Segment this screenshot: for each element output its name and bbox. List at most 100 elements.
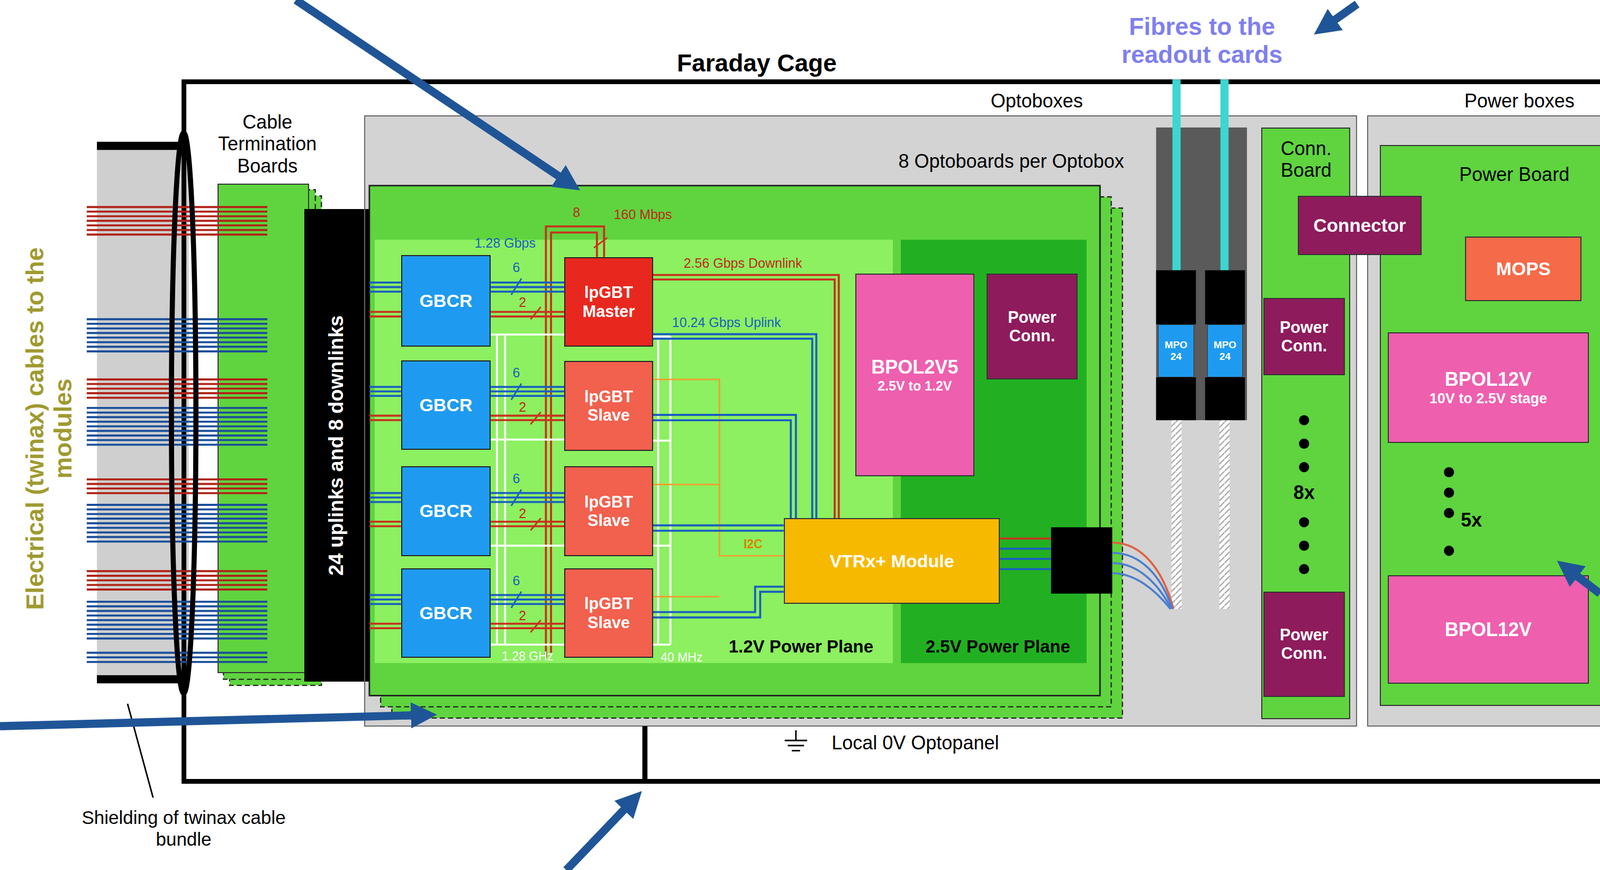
- chip-box: MOPS: [1465, 236, 1582, 301]
- box-label: BPOL12V: [1444, 618, 1532, 641]
- connector-box: Power Conn.: [1263, 591, 1345, 698]
- signal-connector: [653, 586, 784, 618]
- bus-width: 6: [512, 364, 521, 381]
- fibre-plug: [1205, 377, 1245, 421]
- signal-connector: [653, 525, 784, 531]
- fibre-plug: [1155, 270, 1196, 325]
- bus-width: 2: [518, 294, 527, 310]
- signal-label: 160 Mbps: [613, 206, 673, 222]
- heading: 1.2V Power Plane: [728, 636, 874, 657]
- signal-connector: [369, 594, 402, 629]
- box-label: 2.5V to 1.2V: [877, 378, 952, 394]
- signal-connector: [644, 726, 646, 784]
- fibre-plug: [1205, 270, 1245, 325]
- chip-box: GBCR: [401, 255, 492, 348]
- connector-box: Connector: [1297, 195, 1422, 256]
- box-label: Power Conn.: [1264, 318, 1344, 356]
- bus-width: 6: [512, 471, 521, 487]
- ground-label: Local 0V Optopanel: [831, 731, 999, 754]
- bus-slashes: [511, 278, 541, 633]
- optobox-fill: [364, 115, 1358, 727]
- signal-connector: [369, 386, 402, 421]
- signal-label: 2.56 Gbps Downlink: [683, 255, 803, 271]
- box-label: GBCR: [419, 602, 473, 624]
- chip-box: GBCR: [401, 568, 492, 659]
- signal-label: 1.28 Gbps: [474, 234, 536, 251]
- connector-box: Power Conn.: [986, 273, 1078, 381]
- fibre-panel: [1155, 127, 1247, 421]
- multiplicity: 5x: [1460, 509, 1482, 532]
- cable-shielding: [96, 146, 189, 681]
- signal-connector: [653, 414, 797, 519]
- bus-width: 2: [518, 399, 527, 415]
- signal-connector: [490, 386, 565, 421]
- fibre-connector: MPO 24: [1158, 324, 1194, 378]
- leader-line: [127, 703, 153, 798]
- box-label: VTRx+ Module: [829, 550, 954, 572]
- heading: Power Board: [1459, 163, 1570, 186]
- optical-module: VTRx+ Module: [783, 518, 1001, 604]
- chip-box: GBCR: [401, 360, 492, 451]
- signal-label: 10.24 Gbps Uplink: [672, 314, 782, 331]
- box-label: GBCR: [419, 394, 473, 416]
- box-label: MPO 24: [1207, 339, 1243, 363]
- box-label: lpGBT Slave: [565, 594, 653, 632]
- ground-symbol: [784, 730, 808, 752]
- box-label: 24 uplinks and 8 downlinks: [324, 315, 349, 576]
- chip-box: lpGBT Slave: [564, 360, 654, 451]
- repeat-dots: [1298, 414, 1454, 575]
- callout-text: Electrical (twinax) cables to the module…: [21, 239, 78, 618]
- shield-cap: [96, 141, 189, 150]
- box-label: lpGBT Slave: [565, 387, 653, 425]
- link-connector: 24 uplinks and 8 downlinks: [304, 209, 370, 682]
- regulator-box: BPOL2V52.5V to 1.2V: [855, 273, 975, 477]
- vtrx-pigtail: [999, 538, 1174, 610]
- signal-connector: [653, 275, 839, 519]
- signal-connector: [490, 594, 565, 629]
- bus-width: 2: [518, 505, 527, 521]
- fibre-plug: [1155, 377, 1196, 421]
- optobox: Optoboxes8 Optoboards per Optobox1.2V Po…: [364, 115, 1358, 727]
- heading: Power boxes: [1464, 89, 1575, 112]
- box-label: lpGBT Master: [565, 283, 653, 321]
- optoboard: [369, 185, 1100, 696]
- signal-connector: [369, 493, 402, 527]
- fibre-connector: [1051, 527, 1113, 594]
- i2c-lines: [653, 379, 784, 598]
- box-label: Connector: [1313, 214, 1406, 237]
- box-label: GBCR: [419, 290, 473, 312]
- chip-box: lpGBT Slave: [564, 466, 654, 557]
- bus-width: 6: [512, 573, 521, 589]
- chip-box: lpGBT Master: [564, 257, 654, 348]
- twinax-wires: [86, 206, 268, 663]
- heading: Optoboxes: [990, 89, 1083, 112]
- heading: 8 Optoboards per Optobox: [898, 150, 1125, 173]
- heading: Conn. Board: [1262, 137, 1350, 182]
- shield-cap: [96, 675, 189, 684]
- box-label: Power Conn.: [987, 308, 1077, 346]
- box-label: BPOL2V5: [871, 356, 958, 378]
- regulator-box: BPOL12V10V to 2.5V stage: [1387, 332, 1589, 443]
- signal-label: I2C: [743, 536, 763, 551]
- termination-board: Cable Termination Boards: [217, 183, 310, 674]
- callout-text: Fibres to the readout cards: [1099, 12, 1305, 69]
- box-label: GBCR: [419, 500, 473, 522]
- signal-label: 40 MHz: [660, 649, 703, 664]
- signal-label: 1.28 GHz: [501, 648, 554, 663]
- box-label: BPOL12V: [1444, 368, 1532, 391]
- multiplicity: 8x: [1293, 481, 1315, 504]
- connector-box: Power Conn.: [1263, 297, 1345, 376]
- bus-width: 6: [512, 259, 521, 276]
- heading: 2.5V Power Plane: [925, 636, 1071, 657]
- heading: Faraday Cage: [676, 48, 837, 77]
- clock-lines: [490, 334, 671, 645]
- regulator-box: BPOL12V: [1387, 575, 1589, 684]
- fibre-pigtail: [1171, 420, 1182, 610]
- box-label: MPO 24: [1158, 339, 1193, 363]
- chip-box: GBCR: [401, 466, 492, 557]
- clock-160-lines: [545, 226, 608, 658]
- box-label: 10V to 2.5V stage: [1429, 390, 1548, 408]
